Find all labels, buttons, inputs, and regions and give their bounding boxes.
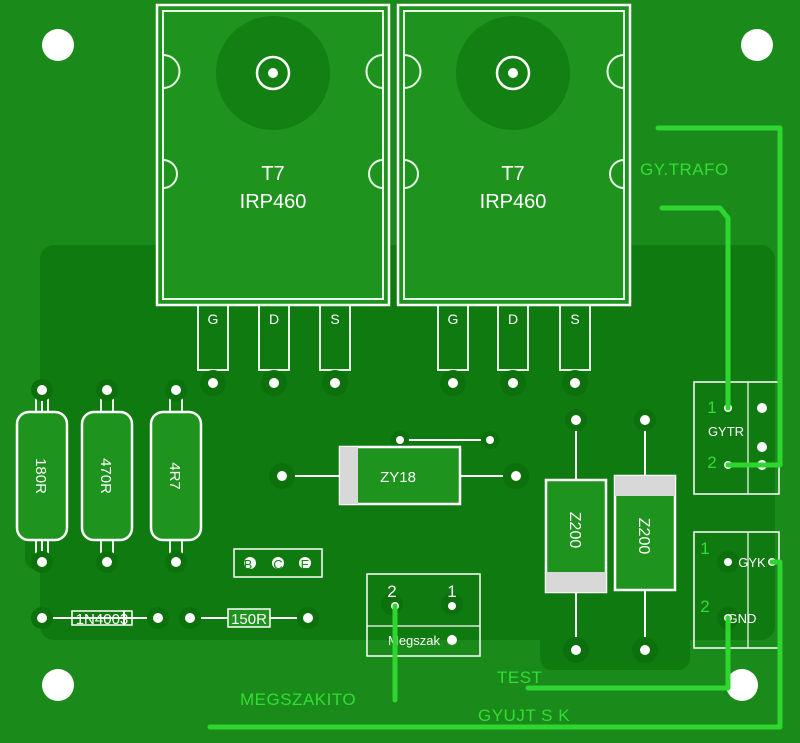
transistor-1[interactable]: T7 IRP460 G D S xyxy=(155,3,391,396)
bce-e-label: E xyxy=(301,557,310,572)
transistor-2-pin-g: G xyxy=(448,311,459,327)
mounting-hole-top-left xyxy=(42,29,74,61)
transistor-2[interactable]: T7 IRP460 G D S xyxy=(396,3,632,396)
gyk-pin1: 1 xyxy=(700,539,709,558)
zener-z200-1[interactable]: Z200 xyxy=(544,409,608,663)
copper-trace-mid xyxy=(200,400,720,470)
bce-c-label: C xyxy=(273,557,282,572)
megszak-label: Megszak xyxy=(388,633,441,648)
label-gy-trafo: GY.TRAFO xyxy=(640,160,729,179)
diode-1n4003[interactable]: 1N4003 xyxy=(31,607,169,629)
label-gyujtsk: GYUJT S K xyxy=(478,706,570,725)
transistor-2-value: IRP460 xyxy=(480,191,547,213)
label-test: TEST xyxy=(497,668,542,687)
diode-1n4003-label: 1N4003 xyxy=(76,611,129,628)
external-wires xyxy=(207,125,783,730)
resistor-4r7[interactable]: 4R7 xyxy=(149,379,203,573)
connector-megszak[interactable]: 2 1 Megszak xyxy=(366,573,481,657)
mounting-hole-bottom-right xyxy=(726,669,758,701)
resistor-470r-label: 470R xyxy=(97,458,114,494)
wire-gyujtsk xyxy=(475,559,783,730)
wire-test xyxy=(525,615,731,691)
gnd-label: GND xyxy=(728,611,757,626)
transistor-2-pin-d: D xyxy=(508,311,518,327)
transistor-1-pin-s: S xyxy=(330,311,339,327)
resistor-180r-label: 180R xyxy=(32,458,49,494)
copper-trace-upper xyxy=(150,300,720,340)
mounting-hole-top-right xyxy=(741,29,773,61)
bce-b-label: B xyxy=(244,557,253,572)
zener-z200-2[interactable]: Z200 xyxy=(613,409,677,663)
transistor-2-legs xyxy=(437,304,591,396)
resistor-150r-label: 150R xyxy=(231,611,267,628)
label-megszakito: MEGSZAKITO xyxy=(240,690,356,709)
zener-z200-2-label: Z200 xyxy=(635,518,652,555)
transistor-2-ref: T7 xyxy=(501,163,524,185)
resistor-150r[interactable]: 150R xyxy=(179,607,319,629)
wire-gy-trafo-2 xyxy=(659,205,731,411)
transistor-1-value: IRP460 xyxy=(240,191,307,213)
gytr-pin2: 2 xyxy=(707,453,716,472)
resistor-470r[interactable]: 470R xyxy=(80,379,134,573)
transistor-1-pin-d: D xyxy=(269,311,279,327)
mounting-hole-bottom-left xyxy=(42,669,74,701)
resistor-4r7-label: 4R7 xyxy=(166,462,183,490)
transistor-2-pin-s: S xyxy=(570,311,579,327)
transistor-1-legs xyxy=(197,304,351,396)
zener-zy18-label: ZY18 xyxy=(380,469,416,486)
transistor-1-pin-g: G xyxy=(208,311,219,327)
copper-trace-bottom xyxy=(540,620,690,670)
mounting-holes xyxy=(42,29,773,701)
gytr-pin1: 1 xyxy=(707,398,716,417)
gytr-label: GYTR xyxy=(708,424,744,439)
wire-gy-trafo-1 xyxy=(655,125,783,468)
resistor-180r[interactable]: 180R xyxy=(15,379,69,573)
megszak-pin2: 2 xyxy=(387,582,396,601)
gyk-label: GYK xyxy=(738,555,766,570)
megszak-pin1: 1 xyxy=(447,582,456,601)
gyk-pin2: 2 xyxy=(700,597,709,616)
small-transistor-bce[interactable]: B C E xyxy=(233,548,323,578)
zener-zy18[interactable]: ZY18 xyxy=(269,431,529,506)
zener-z200-1-label: Z200 xyxy=(566,512,583,549)
transistor-1-ref: T7 xyxy=(261,163,284,185)
